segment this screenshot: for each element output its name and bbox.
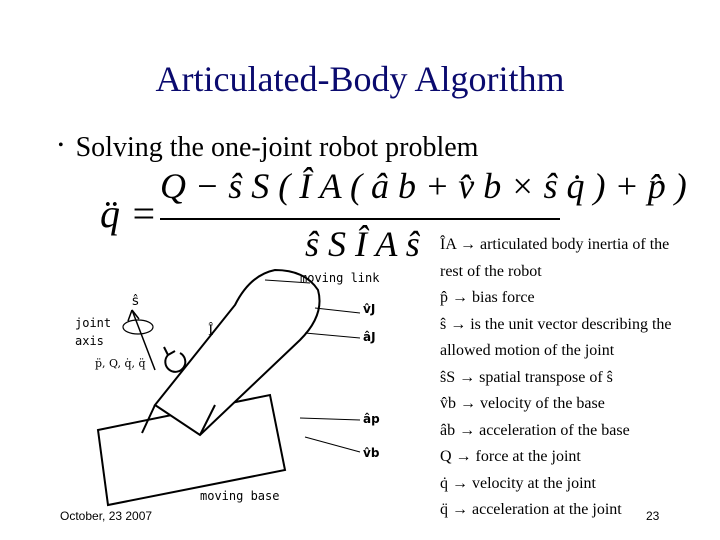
joint-rotation-icon [164, 352, 187, 373]
fraction-bar [160, 218, 560, 220]
legend-line: allowed motion of the joint [440, 342, 615, 359]
vJ-pointer [314, 307, 361, 314]
legend-line: âb → acceleration of the base [440, 421, 630, 439]
label-joint-vars: p̈, Q, q̇, q̈ [95, 357, 146, 370]
bullet-item: • Solving the one-joint robot problem [58, 132, 478, 164]
moving-link-shape [153, 268, 321, 437]
link-stem [141, 404, 216, 436]
label-moving-base: moving base [200, 489, 279, 503]
label-axis: axis [75, 334, 104, 348]
label-I-hat: Î [208, 321, 214, 339]
joint-rotation-arrowhead [163, 346, 176, 356]
legend-line: ÎA → articulated body inertia of the [440, 236, 670, 253]
bullet-text: Solving the one-joint robot problem [75, 132, 479, 163]
legend-line: q̈ → acceleration at the joint [440, 501, 622, 518]
legend-line: Q → force at the joint [440, 448, 581, 465]
equation: q̈ = Q − ŝ S ( Î A ( â b + v̂ b × ŝ q̇ )… [100, 165, 687, 265]
label-s-hat: ŝ [132, 294, 139, 309]
legend-line: q̇ → velocity at the joint [440, 474, 596, 492]
legend-line: v̂b → velocity of the base [440, 395, 605, 412]
legend-line: ŝS → spatial transpose of ŝ [440, 368, 613, 386]
label-joint: joint [75, 316, 111, 330]
footer-date: October, 23 2007 [60, 509, 153, 523]
equation-denominator: ŝ S Î A ŝ [305, 224, 420, 264]
aJ-pointer [304, 332, 361, 339]
ap-pointer [299, 417, 361, 421]
s-hat-arrowhead [127, 309, 140, 322]
page-number: 23 [646, 509, 660, 523]
vb-pointer [304, 436, 361, 453]
label-aJ: âJ [363, 330, 376, 344]
slide-title: Articulated-Body Algorithm [155, 59, 565, 99]
equation-numerator: Q − ŝ S ( Î A ( â b + v̂ b × ŝ q̇ ) + p̂… [160, 166, 687, 206]
robot-diagram: moving link joint axis ŝ Î v̂J âJ âp v̂b… [75, 268, 380, 507]
bullet-dot: • [58, 137, 64, 154]
legend-line: ŝ → is the unit vector describing the [440, 315, 672, 333]
legend-line: rest of the robot [440, 262, 542, 280]
axis-rotation-ring [122, 319, 154, 335]
label-vJ: v̂J [363, 302, 375, 316]
label-ap: âp [363, 412, 380, 426]
symbol-legend: ÎA → articulated body inertia of the res… [440, 232, 715, 524]
equation-lhs: q̈ = [100, 191, 157, 236]
moving-link-pointer [264, 279, 311, 284]
label-moving-link: moving link [300, 271, 380, 285]
legend-line: p̂ → bias force [440, 289, 535, 306]
label-vb: v̂b [363, 446, 380, 460]
